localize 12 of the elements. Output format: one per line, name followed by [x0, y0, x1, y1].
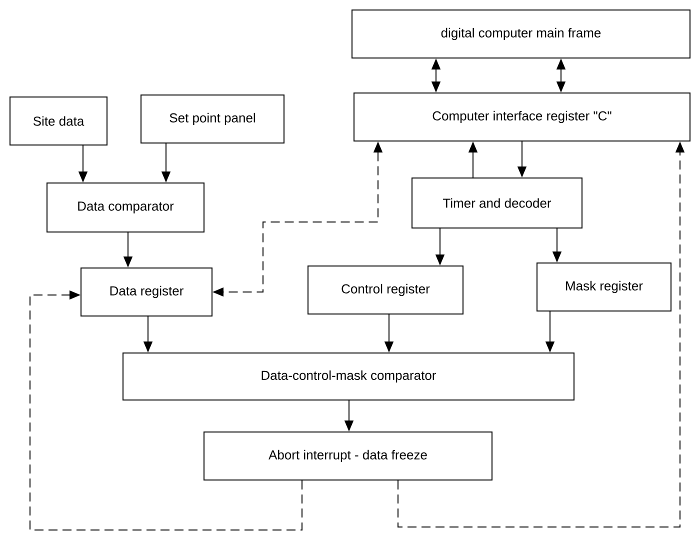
process-box: Data register [80, 268, 212, 316]
process-box: Site data [10, 96, 108, 146]
process-box: Timer and decoder [412, 178, 582, 228]
arrow [30, 290, 302, 530]
process-box: Data comparator [46, 182, 204, 232]
process-box: Data-control-mask comparator [122, 352, 574, 400]
process-box: digital computer main frame [352, 10, 690, 58]
process-box: Control register [308, 266, 464, 314]
process-box: Abort interrupt - data freeze [204, 432, 492, 480]
process-box: Set point panel [140, 94, 284, 144]
process-box: Mask register [536, 262, 672, 312]
process-box: Computer interface register "C" [354, 92, 690, 142]
